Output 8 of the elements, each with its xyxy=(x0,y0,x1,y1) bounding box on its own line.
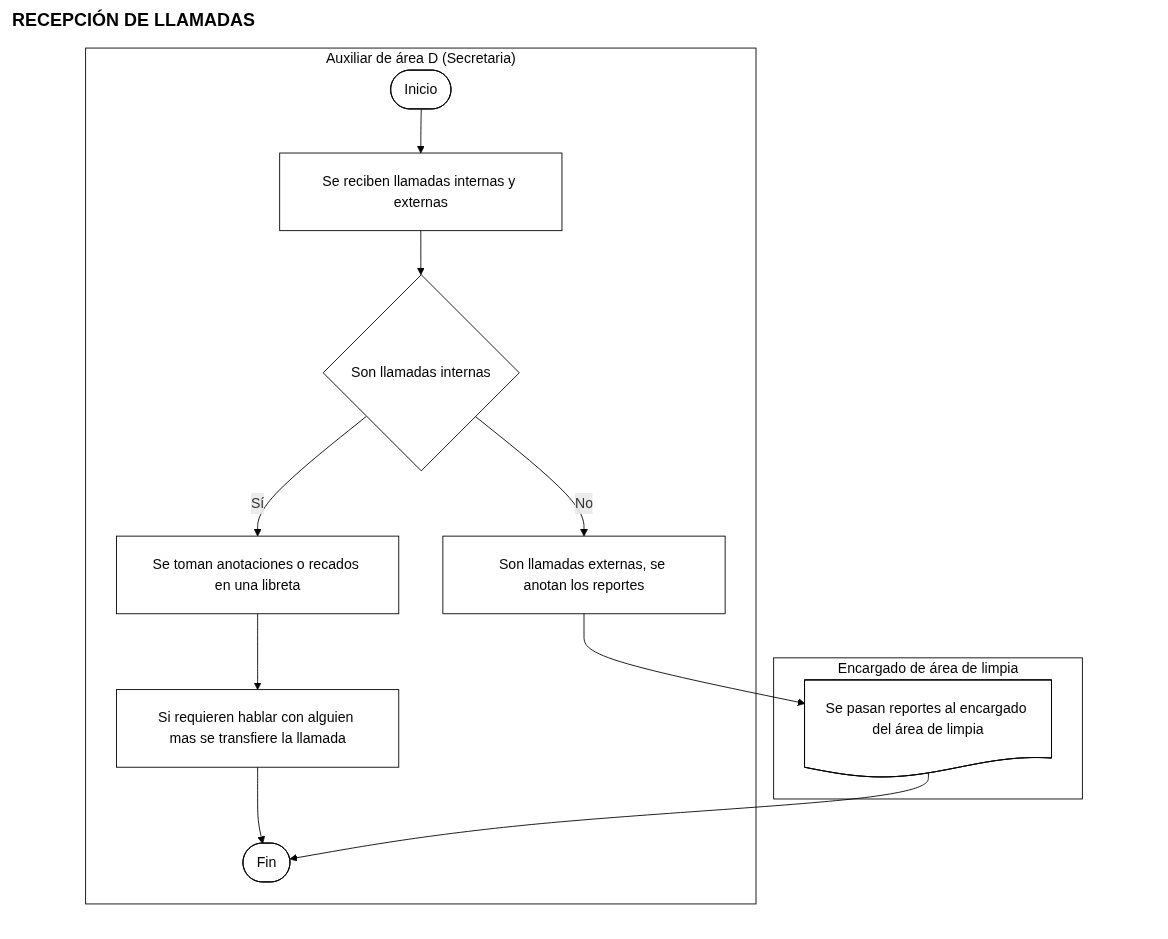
node-box: Se reciben llamadas internas y externas xyxy=(279,152,563,232)
edge-label: No xyxy=(574,495,594,511)
node-box: Son llamadas externas, se anotan los reportes xyxy=(442,535,726,615)
diagram-title: RECEPCIÓN DE LLAMADAS xyxy=(11,8,256,32)
node-box: Si requieren hablar con alguien mas se transfiere la llamada xyxy=(116,689,400,768)
node-box: Se toman anotaciones o recados en una libreta xyxy=(116,535,400,615)
edge-label: Sí xyxy=(250,495,265,511)
node-diamond: Son llamadas internas xyxy=(322,274,520,472)
